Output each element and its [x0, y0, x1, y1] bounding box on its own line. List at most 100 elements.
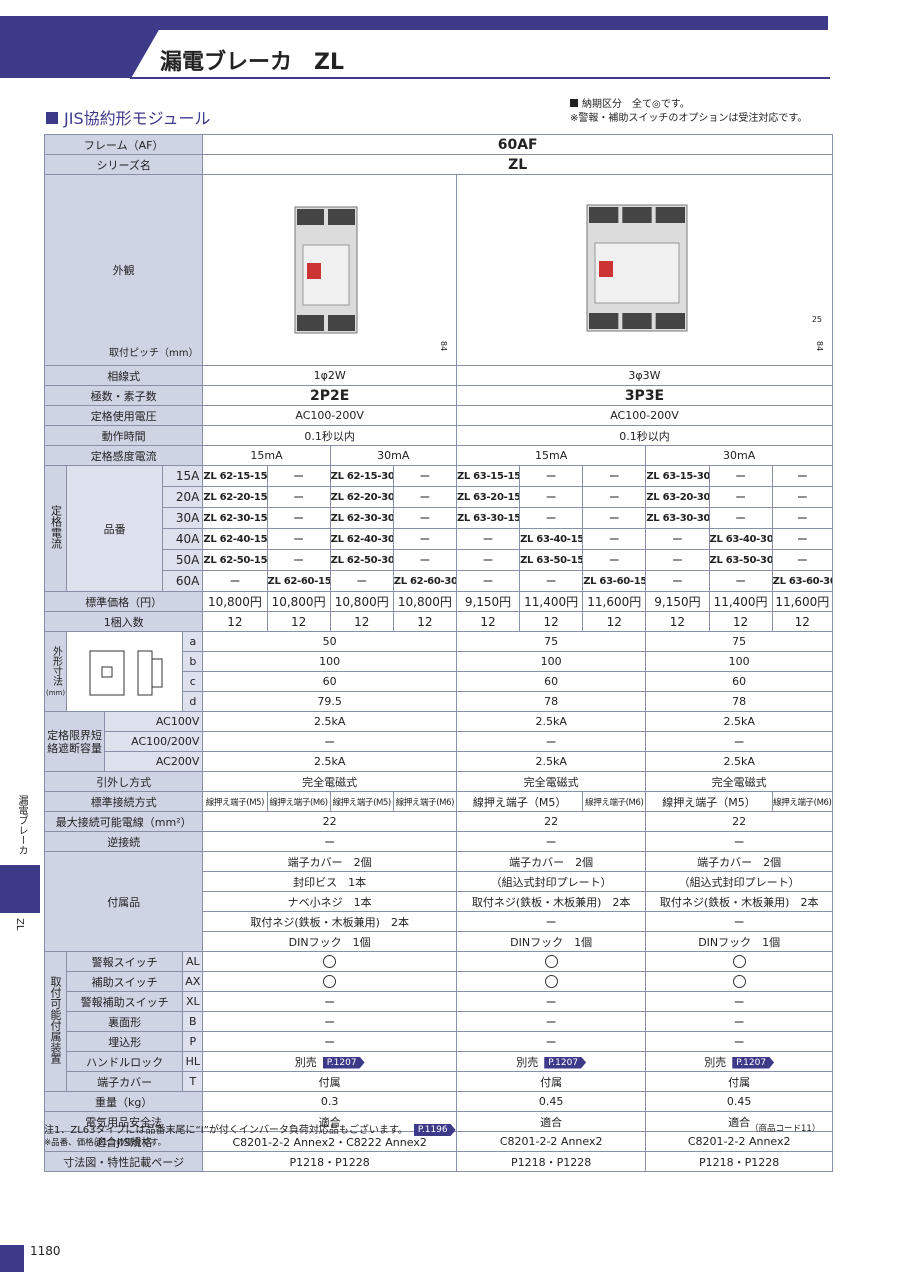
part-number: ー: [519, 465, 584, 487]
part-number: ー: [645, 528, 710, 550]
safety-law-value: 適合: [455, 1111, 647, 1132]
accessories-label: 付属品: [43, 851, 204, 952]
max-wire-value: 22: [455, 811, 647, 832]
voltage-value: AC100-200V: [455, 405, 834, 426]
options-label: 取付可能付属装置: [43, 951, 68, 1092]
option-value: ー: [545, 1015, 557, 1029]
appearance-label: 外観: [112, 264, 135, 277]
dim-value: 78: [455, 691, 647, 712]
page-ref-badge[interactable]: P.1207: [544, 1056, 587, 1069]
price-value: 9,150円: [455, 591, 521, 612]
accessory-item: 封印ビス 1本: [202, 871, 457, 892]
reference-pages-value: P1218・P1228: [455, 1151, 647, 1172]
option-cell: ー: [202, 1011, 457, 1032]
option-cell: ー: [645, 991, 833, 1012]
accessory-item: 取付ネジ(鉄板・木板兼用) 2本: [645, 891, 833, 912]
trip-method-value: 完全電磁式: [455, 771, 647, 792]
part-number: ZL 62-15-30: [329, 465, 394, 487]
breaker-3p-image: [585, 203, 689, 336]
part-number: ー: [519, 486, 584, 508]
dims-text: 外形寸法: [50, 646, 62, 686]
terminal-label: 標準接続方式: [43, 791, 204, 812]
part-number: ZL 63-50-15: [519, 549, 584, 571]
pitch-label: 取付ピッチ（mm）: [109, 348, 199, 359]
footnote-1: 注1．ZL63タイプには品番末尾に“I”が付くインバータ負荷対応品もございます。…: [44, 1121, 456, 1136]
page-ref-badge[interactable]: P.1207: [322, 1056, 365, 1069]
option-code: AX: [182, 971, 204, 992]
terminal-value: 線押え端子(M5): [202, 791, 268, 812]
breaker-2p-image: [293, 205, 359, 338]
page-ref-badge[interactable]: P.1207: [732, 1056, 775, 1069]
max-wire-value: 22: [202, 811, 457, 832]
part-number: ZL 63-50-30: [708, 549, 773, 571]
product-code-note: （商品コード11）: [750, 1124, 821, 1134]
part-number: ZL 62-20-15: [202, 486, 268, 508]
voltage-value: AC100-200V: [202, 405, 457, 426]
terminal-value: 線押え端子（M5）: [455, 791, 584, 812]
option-cell: [202, 951, 457, 972]
option-cell: ー: [202, 1031, 457, 1052]
quantity-value: 12: [266, 611, 331, 632]
dim-value: 60: [645, 671, 833, 692]
part-number: ZL 63-40-30: [708, 528, 773, 550]
options-text: 取付可能付属装置: [49, 976, 63, 1064]
reverse-connection-value: ー: [645, 831, 833, 852]
option-name: 端子カバー: [66, 1071, 184, 1092]
part-number: ー: [392, 486, 457, 508]
option-cell: ー: [455, 1011, 647, 1032]
option-value: ー: [324, 995, 336, 1009]
option-cell: [202, 971, 457, 992]
dim-value: 50: [202, 631, 457, 652]
accessory-item: 端子カバー 2個: [455, 851, 647, 872]
part-number-label: 品番: [66, 465, 164, 592]
breaking-value: 2.5kA: [202, 751, 457, 772]
phase-value: 1φ2W: [202, 365, 457, 386]
part-number: ー: [708, 507, 773, 529]
accessory-item: ー: [645, 911, 833, 932]
option-value: 付属: [540, 1075, 563, 1089]
page-number-tab: [0, 1245, 24, 1272]
terminal-value: 線押え端子(M6): [392, 791, 457, 812]
part-number: ー: [266, 465, 331, 487]
accessory-item: 端子カバー 2個: [202, 851, 457, 872]
price-value: 11,600円: [582, 591, 647, 612]
pitch-dim-25: 25: [811, 315, 822, 324]
part-number: ZL 63-30-15: [455, 507, 521, 529]
frame-value: 60AF: [202, 134, 833, 155]
terminal-value: 線押え端子(M6): [266, 791, 331, 812]
part-number: ZL 62-60-30: [392, 570, 457, 592]
part-number: ZL 62-50-30: [329, 549, 394, 571]
part-number: ー: [582, 507, 647, 529]
sensitivity-label: 定格感度電流: [43, 445, 204, 466]
breaking-key: AC100V: [104, 711, 204, 732]
breaking-value: 2.5kA: [455, 711, 647, 732]
part-number: ZL 63-30-30: [645, 507, 710, 529]
part-number: ー: [771, 507, 834, 529]
appearance-2p-cell: 84: [202, 174, 457, 366]
page-ref-badge[interactable]: P.1196: [413, 1124, 456, 1136]
accessory-item: 端子カバー 2個: [645, 851, 833, 872]
weight-value: 0.45: [455, 1091, 647, 1112]
price-value: 9,150円: [645, 591, 710, 612]
part-number: ZL 63-60-15: [582, 570, 647, 592]
header-bar: [0, 16, 828, 30]
option-value: 付属: [318, 1075, 341, 1089]
breaking-key: AC200V: [104, 751, 204, 772]
available-circle-icon: [544, 975, 558, 989]
part-number: ー: [455, 528, 521, 550]
jis-standard-value: C8201-2-2 Annex2: [455, 1131, 647, 1152]
part-number: ー: [266, 507, 331, 529]
option-code: AL: [182, 951, 204, 972]
part-number: ZL 62-30-15: [202, 507, 268, 529]
jis-standard-value: C8201-2-2 Annex2・C8222 Annex2: [202, 1131, 457, 1152]
part-number: ー: [582, 486, 647, 508]
sensitivity-value: 30mA: [329, 445, 457, 466]
option-value: ー: [324, 1035, 336, 1049]
available-circle-icon: [544, 955, 558, 969]
part-number: ZL 62-15-15: [202, 465, 268, 487]
part-number: ー: [392, 507, 457, 529]
option-name: 警報補助スイッチ: [66, 991, 184, 1012]
price-value: 10,800円: [266, 591, 331, 612]
